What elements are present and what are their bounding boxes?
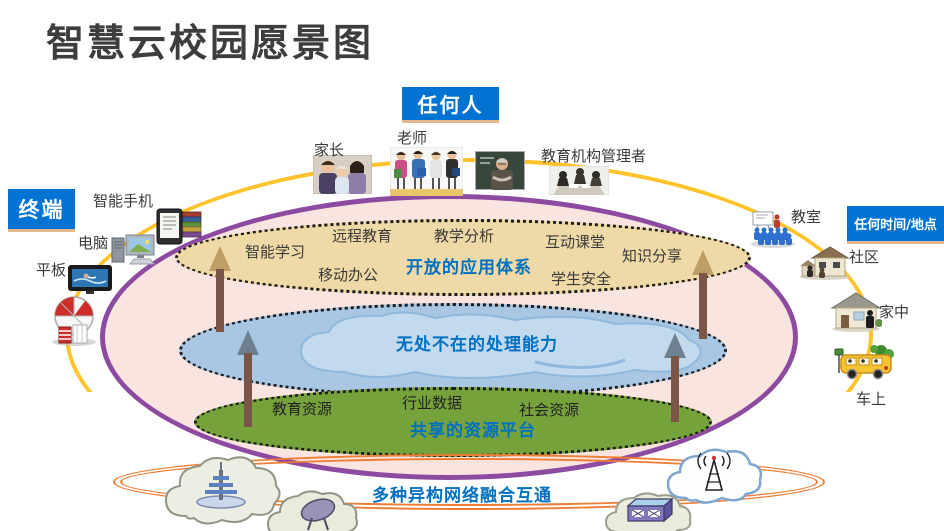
res-item-industry-data: 行业数据: [402, 394, 463, 412]
up-arrow-left-lower: [237, 330, 259, 427]
role-managers-label: 教育机构管理者: [541, 147, 647, 165]
community-icon: [798, 244, 852, 280]
app-item-teaching-analysis: 教学分析: [434, 227, 495, 245]
bus-icon: [833, 343, 895, 381]
globe-building-icon: [45, 295, 103, 347]
resource-layer-ellipse: [194, 387, 712, 457]
terminal-computer-label: 电脑: [78, 234, 109, 252]
application-layer-ellipse: [175, 219, 751, 296]
teacher-blackboard-photo: [475, 151, 525, 190]
page-title: 智慧云校园愿景图: [46, 21, 375, 65]
app-item-remote-edu: 远程教育: [332, 227, 393, 245]
place-community-label: 社区: [849, 248, 880, 266]
badge-anyone: 任何人: [402, 87, 499, 120]
res-item-social-resources: 社会资源: [519, 401, 580, 419]
smartphone-icon: [155, 206, 203, 246]
cloud-antenna-icon: [662, 444, 767, 506]
resource-layer-title: 共享的资源平台: [410, 421, 536, 441]
app-item-smart-learning: 智能学习: [245, 243, 306, 261]
cloud-dish-icon: [262, 486, 362, 531]
role-teachers-label: 老师: [397, 129, 428, 147]
up-arrow-right-upper: [692, 250, 714, 339]
computer-icon: [110, 233, 158, 265]
managers-photo: [549, 166, 609, 195]
place-bus-label: 车上: [856, 390, 887, 408]
network-ring-outer: [113, 454, 825, 510]
badge-anytime-anyplace: 任何时间/地点: [847, 206, 944, 241]
terminal-smartphone-label: 智能手机: [93, 192, 154, 210]
app-layer-title: 开放的应用体系: [406, 258, 532, 278]
terminal-tablet-label: 平板: [36, 261, 67, 279]
cloud-router-icon: [600, 488, 695, 531]
tablet-icon: [68, 264, 112, 294]
network-ring-inner: [120, 458, 818, 506]
app-item-mobile-office: 移动办公: [318, 266, 379, 284]
up-arrow-left-upper: [209, 246, 231, 332]
place-home-label: 家中: [879, 303, 910, 321]
place-classroom-label: 教室: [791, 208, 822, 226]
network-layer-title: 多种异构网络融合互通: [372, 486, 552, 506]
parents-photo: [313, 155, 372, 194]
app-item-student-safety: 学生安全: [551, 270, 612, 288]
up-arrow-right-lower: [664, 333, 686, 422]
badge-terminal: 终端: [8, 189, 75, 229]
app-item-knowledge-share: 知识分享: [622, 247, 683, 265]
app-item-interactive-class: 互动课堂: [545, 233, 606, 251]
cloud-tower-icon: [158, 450, 283, 530]
processing-layer-title: 无处不在的处理能力: [396, 335, 558, 355]
orbit-clip: [65, 158, 873, 392]
processing-cloud-shape: [285, 310, 715, 386]
home-icon: [830, 290, 882, 332]
res-item-edu-resources: 教育资源: [272, 400, 333, 418]
role-parents-label: 家长: [314, 141, 345, 159]
classroom-icon: [750, 210, 796, 248]
teachers-photo: [390, 147, 463, 196]
